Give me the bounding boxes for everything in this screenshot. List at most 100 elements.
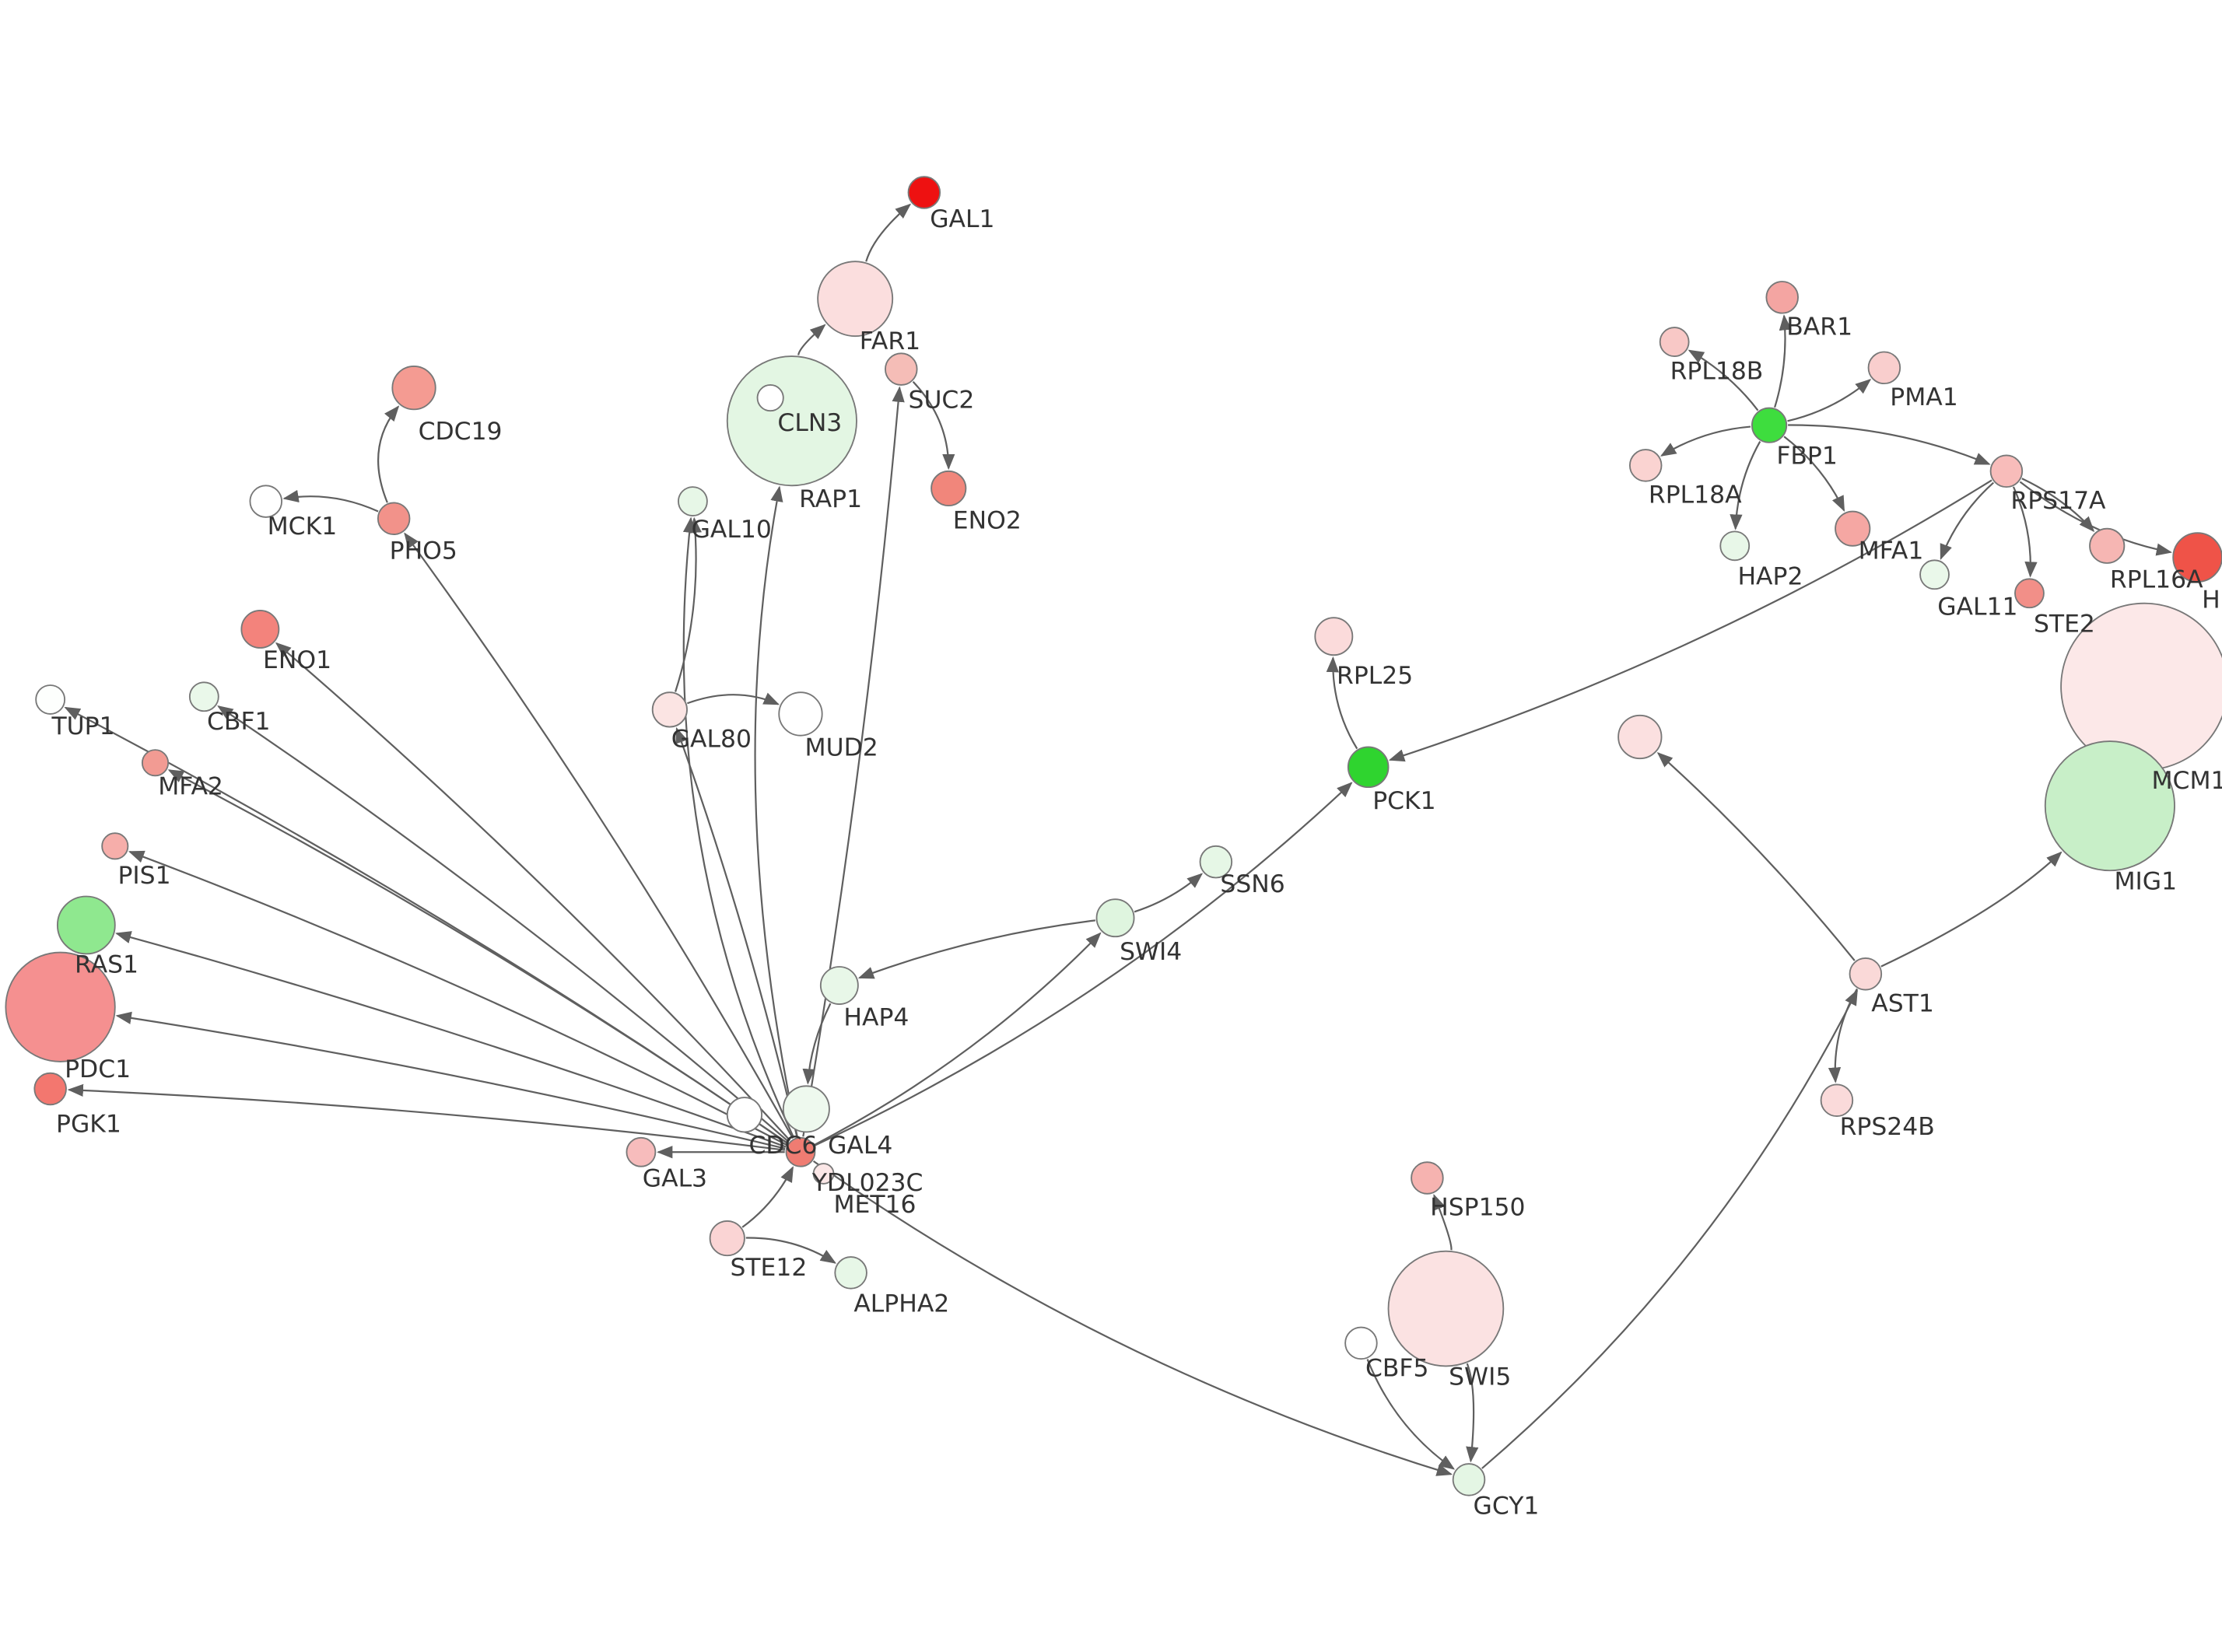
node-HAP4[interactable] (819, 966, 859, 1005)
edge-SWI4-HAP4[interactable] (857, 919, 1095, 979)
node-GAL3[interactable] (626, 1136, 657, 1167)
node-GAL4[interactable] (785, 1136, 816, 1167)
edge-GAL4-PIS1[interactable] (128, 850, 787, 1146)
node-MID1[interactable] (1617, 714, 1663, 760)
node-ENO1[interactable] (240, 610, 280, 649)
node-RAP1[interactable] (756, 384, 784, 412)
edge-GAL4-GAL10[interactable] (682, 516, 795, 1139)
edge-GAL4-SWI4[interactable] (814, 932, 1102, 1146)
node-PCK1[interactable] (1347, 746, 1390, 789)
edge-GAL4-GCY1[interactable] (812, 1160, 1453, 1476)
edge-PCK1-RPL25[interactable] (1326, 656, 1358, 750)
node-PGK1[interactable] (33, 1072, 67, 1106)
edge-RPS17A-GAL11[interactable] (1940, 481, 1995, 560)
edge-GAL4-CBF1[interactable] (217, 705, 790, 1143)
node-ENO2[interactable] (931, 470, 967, 507)
node-CBF5[interactable] (1344, 1326, 1378, 1360)
edge-FBP1-HAP2[interactable] (1730, 441, 1761, 530)
node-PHO5[interactable] (377, 502, 411, 535)
node-MFA1[interactable] (1835, 510, 1871, 547)
edge-SWI5-GCY1[interactable] (1466, 1363, 1479, 1463)
edge-GAL4-GAL80[interactable] (675, 726, 798, 1137)
node-GAL10[interactable] (678, 486, 708, 516)
node-SUC2[interactable] (885, 352, 918, 386)
edge-GCY1-AST1[interactable] (1481, 989, 1858, 1469)
node-ALPHA2[interactable] (834, 1256, 867, 1290)
node-RPS24B[interactable] (1820, 1083, 1854, 1118)
edge-FBP1-MFA1[interactable] (1783, 436, 1845, 513)
node-CBF1[interactable] (188, 681, 219, 712)
node-GAL80[interactable] (651, 691, 688, 728)
edge-SUC2-ENO2[interactable] (912, 380, 955, 471)
node-SWI5[interactable] (1387, 1250, 1505, 1367)
edge-FBP1-BAR1[interactable] (1774, 314, 1792, 408)
edge-GAL4-ENO1[interactable] (275, 642, 791, 1142)
node-FBP1[interactable] (1751, 407, 1788, 443)
edge-GAL4-PGK1[interactable] (67, 1083, 785, 1151)
edge-GAL4-PHO5[interactable] (404, 532, 794, 1139)
node-HIS4[interactable] (2172, 532, 2222, 583)
edge-RPS17A-HIS4[interactable] (2019, 481, 2173, 556)
node-MUD2[interactable] (778, 691, 823, 737)
edge-AST1-MID1[interactable] (1656, 752, 1856, 961)
edge-GAL4-PDC1[interactable] (115, 1011, 786, 1150)
node-RPL16A[interactable] (2089, 527, 2126, 564)
node-HSP150[interactable] (1411, 1161, 1444, 1195)
node-SSN6[interactable] (1199, 845, 1233, 879)
node-STE2[interactable] (2014, 578, 2045, 609)
node-PDC1[interactable] (5, 951, 116, 1062)
edge-CBF5-GCY1[interactable] (1366, 1359, 1456, 1470)
node-SWI4[interactable] (1095, 898, 1135, 938)
node-PMA1[interactable] (1867, 351, 1901, 385)
edge-FBP1-PMA1[interactable] (1787, 379, 1872, 422)
edge-RPS17A-STE2[interactable] (2012, 486, 2038, 578)
edge-FBP1-RPL18A[interactable] (1659, 425, 1751, 457)
edge-SWI4-SSN6[interactable] (1134, 873, 1204, 913)
node-MIG1[interactable] (2044, 740, 2175, 872)
node-label-PGK1: PGK1 (56, 1110, 121, 1138)
edge-GAL80-GAL10[interactable] (675, 516, 702, 692)
node-GCY1[interactable] (1452, 1463, 1486, 1496)
node-HAP2[interactable] (1719, 530, 1751, 562)
edge-PHO5-MCK1[interactable] (282, 489, 379, 513)
edge-CLN3-FAR1[interactable] (797, 324, 826, 355)
node-GAL11[interactable] (1919, 559, 1950, 590)
edge-STE12-ALPHA2[interactable] (745, 1237, 837, 1264)
node-GAL1[interactable] (907, 176, 941, 209)
edge-GAL4-CLN3[interactable] (754, 485, 798, 1137)
node-RPL25[interactable] (1314, 617, 1354, 656)
node-RPL18B[interactable] (1659, 327, 1690, 357)
edge-GAL4-MFA2[interactable] (167, 769, 788, 1144)
node-CLN3[interactable] (726, 355, 857, 487)
node-BAR1[interactable] (1765, 281, 1799, 314)
edge-FBP1-RPS17A[interactable] (1788, 424, 1991, 465)
edge-STE12-GAL4[interactable] (741, 1166, 794, 1228)
node-label-AST1: AST1 (1871, 989, 1934, 1017)
edge-FBP1-RPL18B[interactable] (1688, 349, 1759, 411)
edge-AST1-MIG1[interactable] (1880, 851, 2063, 968)
edge-SWI5-HSP150[interactable] (1433, 1193, 1453, 1251)
edge-AST1-RPS24B[interactable] (1828, 988, 1858, 1083)
node-AST1[interactable] (1849, 957, 1883, 991)
node-TUP1[interactable] (35, 684, 66, 715)
node-MFA2[interactable] (141, 749, 170, 777)
node-MET16[interactable] (812, 1163, 835, 1185)
edge-GAL4-PCK1[interactable] (814, 782, 1353, 1146)
edge-GAL80-MUD2[interactable] (687, 692, 780, 705)
edge-FAR1-GAL1[interactable] (865, 203, 912, 262)
node-FAR1[interactable] (817, 261, 894, 338)
edge-HAP4-YDL023C[interactable] (802, 1003, 832, 1085)
node-YDL023C[interactable] (782, 1085, 830, 1133)
edge-GAL4-RAS1[interactable] (115, 931, 787, 1148)
node-RPL18A[interactable] (1628, 449, 1663, 482)
node-RPS17A[interactable] (1989, 454, 2024, 488)
node-RAS1[interactable] (56, 895, 116, 955)
node-label-BAR1: BAR1 (1786, 313, 1852, 341)
edge-PHO5-CDC19[interactable] (377, 405, 400, 503)
node-CDC6[interactable] (726, 1097, 763, 1133)
node-MCK1[interactable] (249, 485, 283, 518)
node-CDC19[interactable] (391, 366, 436, 411)
node-PIS1[interactable] (101, 832, 129, 860)
edge-RPS17A-PCK1[interactable] (1388, 479, 1992, 762)
node-STE12[interactable] (709, 1220, 745, 1257)
